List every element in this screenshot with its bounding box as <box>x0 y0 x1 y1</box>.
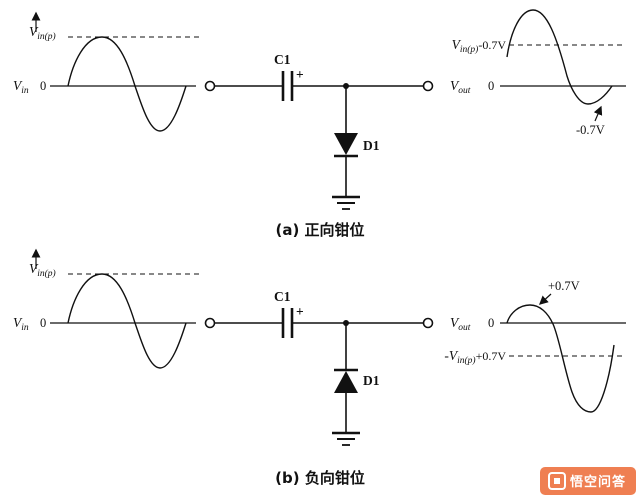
logo-center <box>554 478 560 484</box>
clamp-annotation: -0.7V <box>576 123 605 137</box>
ground-symbol <box>332 195 360 210</box>
watermark: 悟空问答 <box>540 467 636 495</box>
diode-d1 <box>334 133 358 158</box>
input-peak-label: Vin(p) <box>29 261 56 279</box>
output-waveform-a: Vin(p)-0.7V Vout 0 -0.7V <box>450 9 626 137</box>
output-axis-label: Vout <box>450 315 471 333</box>
capacitor-polarity-label: + <box>296 67 304 82</box>
diode-triangle <box>334 133 358 155</box>
output-sine-wave <box>506 304 615 413</box>
output-terminal <box>422 317 434 329</box>
circuit-b: C1 + D1 <box>204 289 434 446</box>
output-trough-label: -Vin(p)+0.7V <box>444 348 506 366</box>
output-peak-label: Vin(p)-0.7V <box>452 37 507 55</box>
input-sine-wave <box>67 273 187 369</box>
caption-b: (b) 负向钳位 <box>275 469 365 487</box>
zero-label: 0 <box>40 316 46 330</box>
zero-label: 0 <box>40 79 46 93</box>
watermark-text: 悟空问答 <box>570 474 626 490</box>
ground-symbol <box>332 431 360 446</box>
capacitor-polarity-label: + <box>296 304 304 319</box>
diode-triangle <box>334 371 358 393</box>
annotation-arrow-icon <box>593 105 603 122</box>
input-axis-label: Vin <box>13 78 29 96</box>
capacitor-c1-label: C1 <box>274 52 291 67</box>
input-waveform-b: Vin(p) Vin 0 <box>13 248 200 369</box>
input-peak-label: Vin(p) <box>29 24 56 42</box>
input-waveform-a: Vin(p) Vin 0 <box>13 11 200 132</box>
input-sine-wave <box>67 36 187 132</box>
caption-a: (a) 正向钳位 <box>275 221 364 239</box>
capacitor-c1-label: C1 <box>274 289 291 304</box>
section-b: Vin(p) Vin 0 C1 + D1 <box>13 248 626 487</box>
logo-outline <box>548 472 566 490</box>
wukong-logo-icon <box>548 472 566 490</box>
clamp-annotation: +0.7V <box>548 279 580 293</box>
output-waveform-b: +0.7V Vout 0 -Vin(p)+0.7V <box>444 279 626 413</box>
output-terminal <box>422 80 434 92</box>
diode-d1 <box>334 368 358 393</box>
input-terminal <box>204 317 216 329</box>
zero-label: 0 <box>488 79 494 93</box>
output-sine-wave <box>506 9 613 105</box>
circuit-a: C1 + D1 <box>204 52 434 210</box>
annotation-arrow-icon <box>539 293 552 305</box>
zero-label: 0 <box>488 316 494 330</box>
input-terminal <box>204 80 216 92</box>
diode-d1-label: D1 <box>363 138 380 153</box>
diode-d1-label: D1 <box>363 373 380 388</box>
input-axis-label: Vin <box>13 315 29 333</box>
section-a: Vin(p) Vin 0 C1 + D1 <box>13 9 626 239</box>
output-axis-label: Vout <box>450 78 471 96</box>
